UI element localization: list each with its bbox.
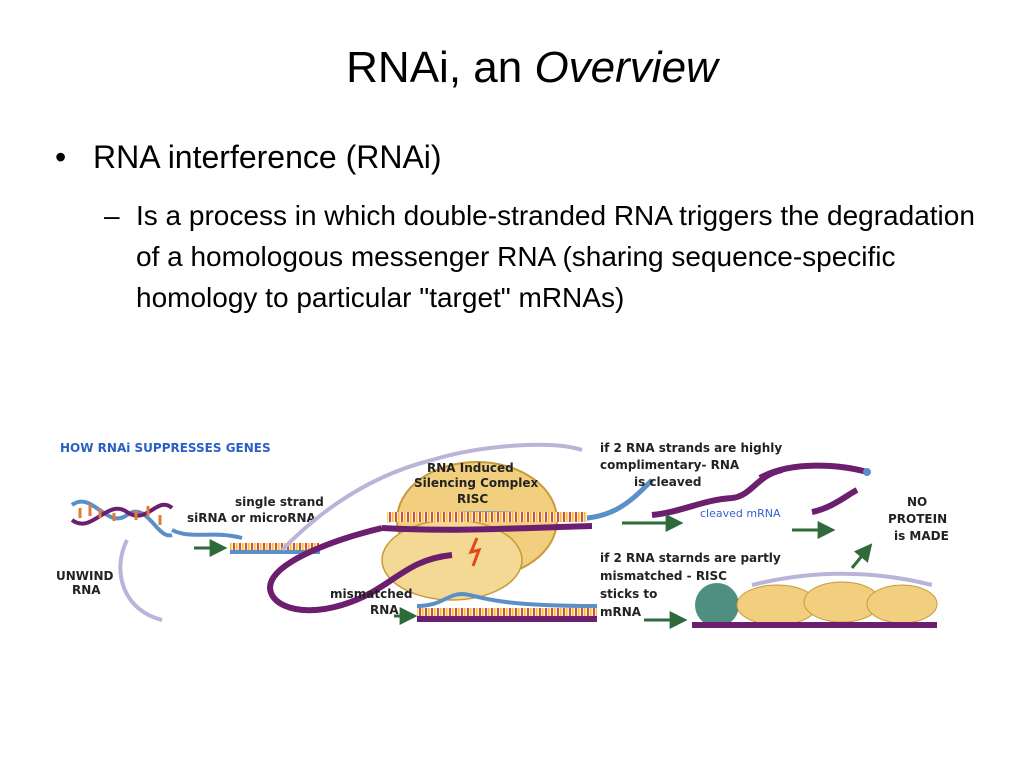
partly-label-3: sticks to [600,587,657,601]
partly-label-2: mismatched - RISC [600,569,727,583]
ribosome-block [692,571,938,628]
risc-label-2: Silencing Complex [414,476,538,490]
sub-marker: – [104,200,120,231]
bullet-marker: • [55,139,67,175]
dna-helix [70,499,243,622]
arrow-up-no-protein [850,543,873,569]
title-italic: Overview [534,43,718,92]
highly-label-2: complimentary- RNA [600,458,740,472]
sirna-strand [230,543,320,552]
partly-label-4: mRNA [600,605,642,619]
risc-label-1: RNA Induced [427,461,514,475]
cleaved-mrna-label: cleaved mRNA [700,507,781,520]
highly-label-1: if 2 RNA strands are highly [600,441,782,455]
sub-bullet: – Is a process in which double-stranded … [104,195,984,318]
unwind-label-2: RNA [72,583,101,597]
unwind-label-1: UNWIND [56,569,114,583]
diagram-heading: HOW RNAi SUPPRESSES GENES [60,441,271,455]
mismatched-strand [416,591,598,622]
no-protein-label-3: is MADE [894,529,949,543]
cleaved-mrna-strand [651,462,871,518]
risc-complex [381,461,558,601]
mrna-strand [267,442,654,614]
mismatched-label-2: RNA [370,603,399,617]
partly-label-1: if 2 RNA starnds are partly [600,551,781,565]
slide-title: RNAi, an Overview [346,43,718,92]
single-strand-label-1: single strand [235,495,324,509]
bullet-item: • RNA interference (RNAi) [55,137,442,177]
no-protein-label-2: PROTEIN [888,512,947,526]
bullet-text: RNA interference (RNAi) [93,139,442,175]
highly-label-3: is cleaved [634,475,701,489]
mismatched-label-1: mismatched [330,587,412,601]
no-protein-label-1: NO [907,495,927,509]
single-strand-label-2: siRNA or microRNA [187,511,317,525]
rnai-diagram: HOW RNAi SUPPRESSES GENES UNWIND RNA sin… [52,420,952,645]
risc-label-3: RISC [457,492,488,506]
rnai-diagram-svg: HOW RNAi SUPPRESSES GENES UNWIND RNA sin… [56,441,949,629]
sub-bullet-text: Is a process in which double-stranded RN… [136,200,975,313]
